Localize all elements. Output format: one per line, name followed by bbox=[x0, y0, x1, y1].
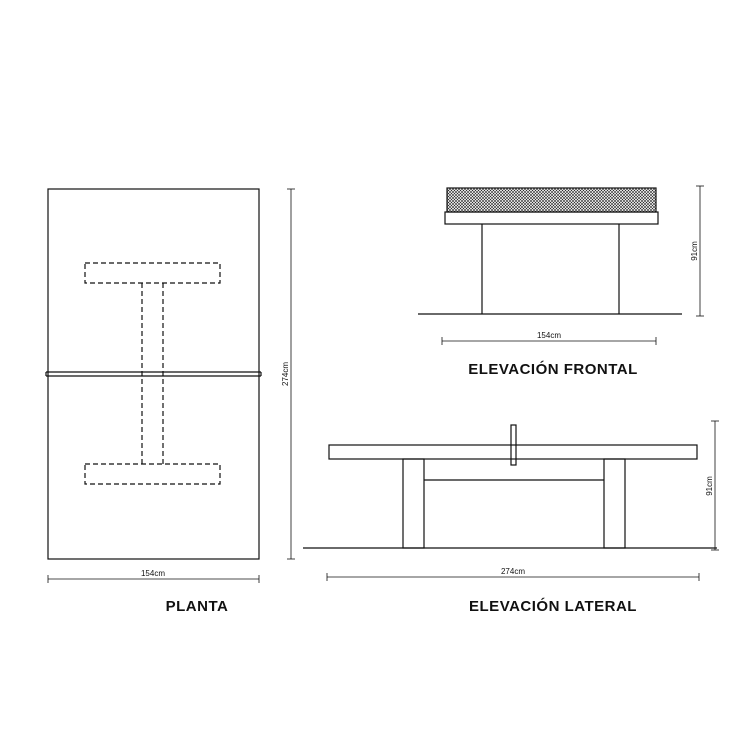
side-length-dimension: 274cm bbox=[326, 567, 700, 581]
front-width-dimension: 154cm bbox=[441, 331, 657, 345]
plan-title: PLANTA bbox=[166, 598, 229, 615]
side-title: ELEVACIÓN LATERAL bbox=[469, 597, 637, 615]
plan-net-line bbox=[45, 371, 262, 377]
side-net-post bbox=[510, 424, 517, 466]
plan-width-label: 154cm bbox=[141, 569, 165, 578]
side-elevation-view: 274cm 91cm ELEVACIÓN LATERAL bbox=[303, 420, 719, 615]
plan-length-dimension: 274cm bbox=[281, 188, 295, 560]
side-length-label: 274cm bbox=[501, 567, 525, 576]
plan-base-hidden-lines bbox=[84, 262, 221, 485]
plan-table-top bbox=[47, 188, 260, 560]
front-elevation-view: 154cm 91cm ELEVACIÓN FRONTAL bbox=[418, 185, 704, 378]
plan-view: 154cm 274cm PLANTA bbox=[45, 188, 295, 615]
front-base bbox=[481, 224, 620, 314]
side-legs bbox=[402, 458, 626, 549]
front-height-dimension: 91cm bbox=[690, 185, 704, 317]
plan-width-dimension: 154cm bbox=[47, 569, 260, 583]
side-height-label: 91cm bbox=[705, 476, 714, 496]
side-table-top bbox=[328, 444, 698, 460]
front-height-label: 91cm bbox=[690, 241, 699, 261]
front-title: ELEVACIÓN FRONTAL bbox=[468, 360, 638, 378]
side-height-dimension: 91cm bbox=[705, 420, 719, 551]
front-net bbox=[446, 187, 657, 213]
front-table-top bbox=[444, 211, 659, 225]
front-width-label: 154cm bbox=[537, 331, 561, 340]
plan-length-label: 274cm bbox=[281, 362, 290, 386]
